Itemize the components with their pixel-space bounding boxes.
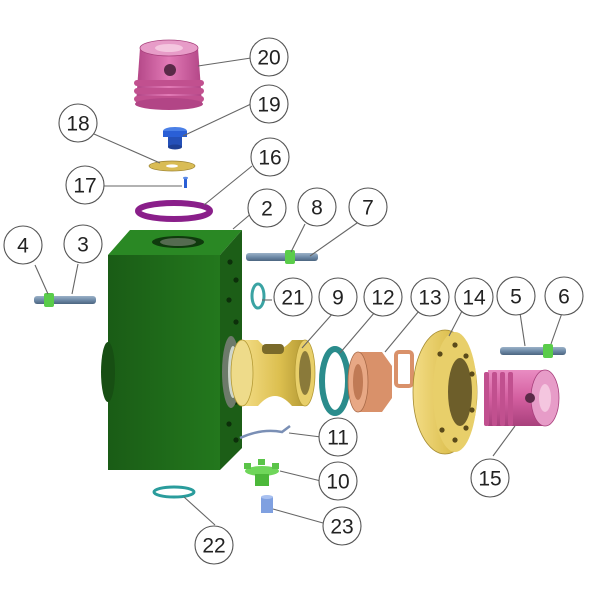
part-3-4-left-stud — [34, 293, 96, 307]
part-23-pin — [261, 495, 273, 513]
callout-circle-21 — [273, 277, 313, 317]
callout-number-11: 11 — [327, 427, 349, 450]
callout-circle-15 — [470, 458, 510, 498]
callout-21: 21 — [273, 277, 313, 317]
callout-10: 10 — [318, 461, 358, 501]
callout-number-15: 15 — [478, 468, 501, 491]
callout-17: 17 — [65, 165, 105, 205]
callout-number-18: 18 — [66, 113, 89, 136]
part-13-gate — [347, 350, 414, 413]
callout-number-16: 16 — [258, 147, 281, 170]
part-18-washer — [148, 160, 196, 172]
callout-circle-5 — [496, 276, 536, 316]
callout-22: 22 — [194, 525, 234, 565]
callout-circle-7 — [348, 187, 388, 227]
callout-6: 6 — [544, 276, 584, 316]
callout-2: 2 — [247, 188, 287, 228]
part-2-body — [101, 230, 242, 470]
callout-circle-11 — [318, 417, 358, 457]
callout-20: 20 — [249, 37, 289, 77]
callout-23: 23 — [322, 506, 362, 546]
callout-number-3: 3 — [77, 234, 89, 257]
part-17-pin — [183, 176, 188, 188]
callout-circle-20 — [249, 37, 289, 77]
callout-number-4: 4 — [17, 235, 29, 258]
callout-circle-3 — [63, 224, 103, 264]
callout-number-6: 6 — [558, 286, 570, 309]
callout-13: 13 — [410, 277, 450, 317]
callout-9: 9 — [318, 277, 358, 317]
callout-number-2: 2 — [261, 198, 273, 221]
part-16-seal-ring — [135, 200, 213, 222]
callout-circle-10 — [318, 461, 358, 501]
part-9-seat — [230, 339, 316, 407]
callout-number-20: 20 — [257, 47, 280, 70]
callout-number-10: 10 — [326, 471, 349, 494]
callout-number-12: 12 — [371, 287, 394, 310]
callout-number-17: 17 — [73, 175, 96, 198]
callout-number-14: 14 — [462, 287, 486, 310]
callout-circle-2 — [247, 188, 287, 228]
callout-circle-13 — [410, 277, 450, 317]
callout-number-5: 5 — [510, 286, 522, 309]
callout-7: 7 — [348, 187, 388, 227]
callout-number-21: 21 — [281, 287, 304, 310]
callout-circle-9 — [318, 277, 358, 317]
part-10-stem-head — [244, 459, 279, 486]
callout-18: 18 — [58, 103, 98, 143]
part-21-o-ring — [250, 282, 266, 310]
callout-5: 5 — [496, 276, 536, 316]
callout-circle-16 — [250, 137, 290, 177]
callout-15: 15 — [470, 458, 510, 498]
callout-number-19: 19 — [257, 94, 280, 117]
callout-number-22: 22 — [202, 535, 225, 558]
callout-circle-18 — [58, 103, 98, 143]
callout-16: 16 — [250, 137, 290, 177]
part-5-6-stud — [500, 344, 566, 358]
callout-circle-23 — [322, 506, 362, 546]
callout-number-9: 9 — [332, 287, 344, 310]
part-11-clip — [239, 425, 291, 440]
part-19-bushing — [163, 127, 187, 150]
callout-circle-14 — [454, 277, 494, 317]
callout-3: 3 — [63, 224, 103, 264]
callout-circle-8 — [297, 187, 337, 227]
part-12-seal-ring — [319, 346, 351, 416]
part-14-flange — [412, 329, 478, 455]
part-22-o-ring — [152, 485, 196, 499]
callout-14: 14 — [454, 277, 494, 317]
leader-lines — [34, 57, 563, 526]
callout-12: 12 — [363, 277, 403, 317]
callout-circle-17 — [65, 165, 105, 205]
callout-number-7: 7 — [362, 197, 374, 220]
callout-circle-6 — [544, 276, 584, 316]
callout-number-8: 8 — [311, 197, 323, 220]
callout-circle-4 — [3, 225, 43, 265]
callout-number-13: 13 — [418, 287, 441, 310]
callout-circle-12 — [363, 277, 403, 317]
callout-19: 19 — [249, 84, 289, 124]
part-7-8-stud — [246, 250, 318, 264]
callout-circle-22 — [194, 525, 234, 565]
callout-circle-19 — [249, 84, 289, 124]
part-15-end-bonnet — [484, 369, 560, 427]
callout-number-23: 23 — [330, 516, 353, 539]
part-20-bonnet — [134, 39, 204, 110]
callout-8: 8 — [297, 187, 337, 227]
callout-11: 11 — [318, 417, 358, 457]
callout-4: 4 — [3, 225, 43, 265]
